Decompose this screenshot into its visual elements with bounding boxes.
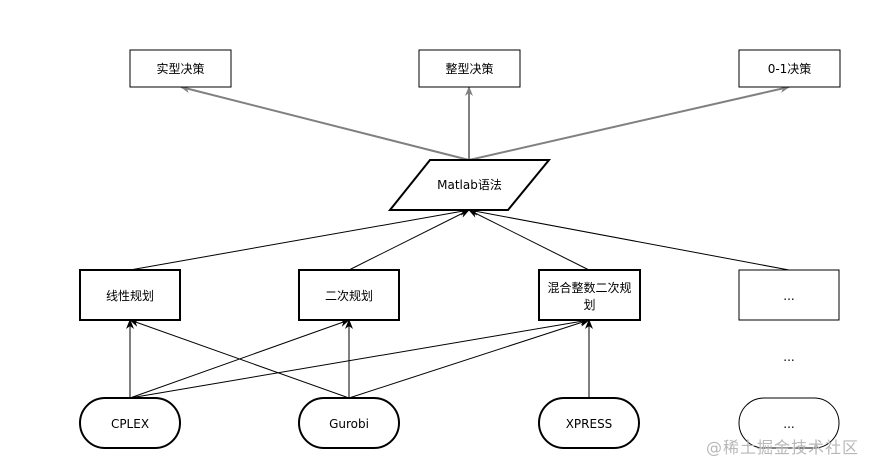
decision-binary-label: 0-1决策 <box>768 62 812 76</box>
solver-more-box <box>738 397 840 449</box>
arrow-matlab-to-real-decision <box>180 85 470 161</box>
matlab-syntax: Matlab语法 <box>387 159 552 211</box>
solver-to-problem-arrows <box>126 317 593 399</box>
arrow-more-problems-to-matlab <box>468 207 790 271</box>
problem-quadratic: 二次规划 <box>298 269 400 321</box>
arrow-cplex-to-mixed <box>129 317 590 399</box>
problem-linear: 线性规划 <box>79 269 181 321</box>
solver-xpress-box <box>538 397 640 449</box>
decision-integer-label: 整型决策 <box>445 61 493 76</box>
decision-real-box <box>129 49 232 88</box>
problem-mixed-integer-quadratic: 混合整数二次规 划 <box>538 269 641 321</box>
decision-integer: 整型决策 <box>418 49 521 88</box>
solver-cplex-label: CPLEX <box>111 417 149 431</box>
decision-real-label: 实型决策 <box>156 61 204 76</box>
problem-more-box <box>738 269 840 321</box>
problem-mixed-label-line1: 混合整数二次规 <box>547 280 631 295</box>
problem-mixed-box <box>538 269 641 321</box>
problem-to-syntax-arrows <box>129 207 790 271</box>
solver-more-label: ... <box>783 417 794 431</box>
decision-real: 实型决策 <box>129 49 232 88</box>
solver-gurobi-box <box>298 397 400 449</box>
arrow-matlab-to-binary-decision <box>468 85 790 161</box>
matlab-syntax-shape <box>387 159 552 211</box>
solver-cplex: CPLEX <box>79 397 181 449</box>
middle-ellipsis: ... <box>783 350 794 364</box>
problem-quadratic-label: 二次规划 <box>325 288 373 303</box>
problem-mixed-label-line2: 划 <box>583 298 595 312</box>
solver-cplex-box <box>79 397 181 449</box>
decision-integer-box <box>418 49 521 88</box>
problem-more-label: ... <box>783 289 794 303</box>
arrow-gurobi-to-linear <box>129 319 350 399</box>
matlab-syntax-label: Matlab语法 <box>437 178 502 192</box>
problem-linear-box <box>79 269 181 321</box>
solver-gurobi: Gurobi <box>298 397 400 449</box>
arrow-linear-to-matlab <box>129 207 470 271</box>
solver-xpress: XPRESS <box>538 397 640 449</box>
syntax-to-decision-arrows <box>180 85 790 161</box>
decision-binary-box <box>738 49 841 88</box>
solver-more: ... <box>738 397 840 449</box>
arrow-mixed-to-matlab <box>468 209 590 271</box>
problem-more: ... <box>738 269 840 321</box>
arrow-quadratic-to-matlab <box>348 209 470 271</box>
problem-linear-label: 线性规划 <box>106 288 154 303</box>
decision-binary: 0-1决策 <box>738 49 841 88</box>
problem-quadratic-box <box>298 269 400 321</box>
solver-xpress-label: XPRESS <box>566 417 613 431</box>
arrow-gurobi-to-mixed <box>348 318 590 399</box>
solver-gurobi-label: Gurobi <box>329 417 369 431</box>
watermark: @稀土掘金技术社区 <box>706 438 860 457</box>
